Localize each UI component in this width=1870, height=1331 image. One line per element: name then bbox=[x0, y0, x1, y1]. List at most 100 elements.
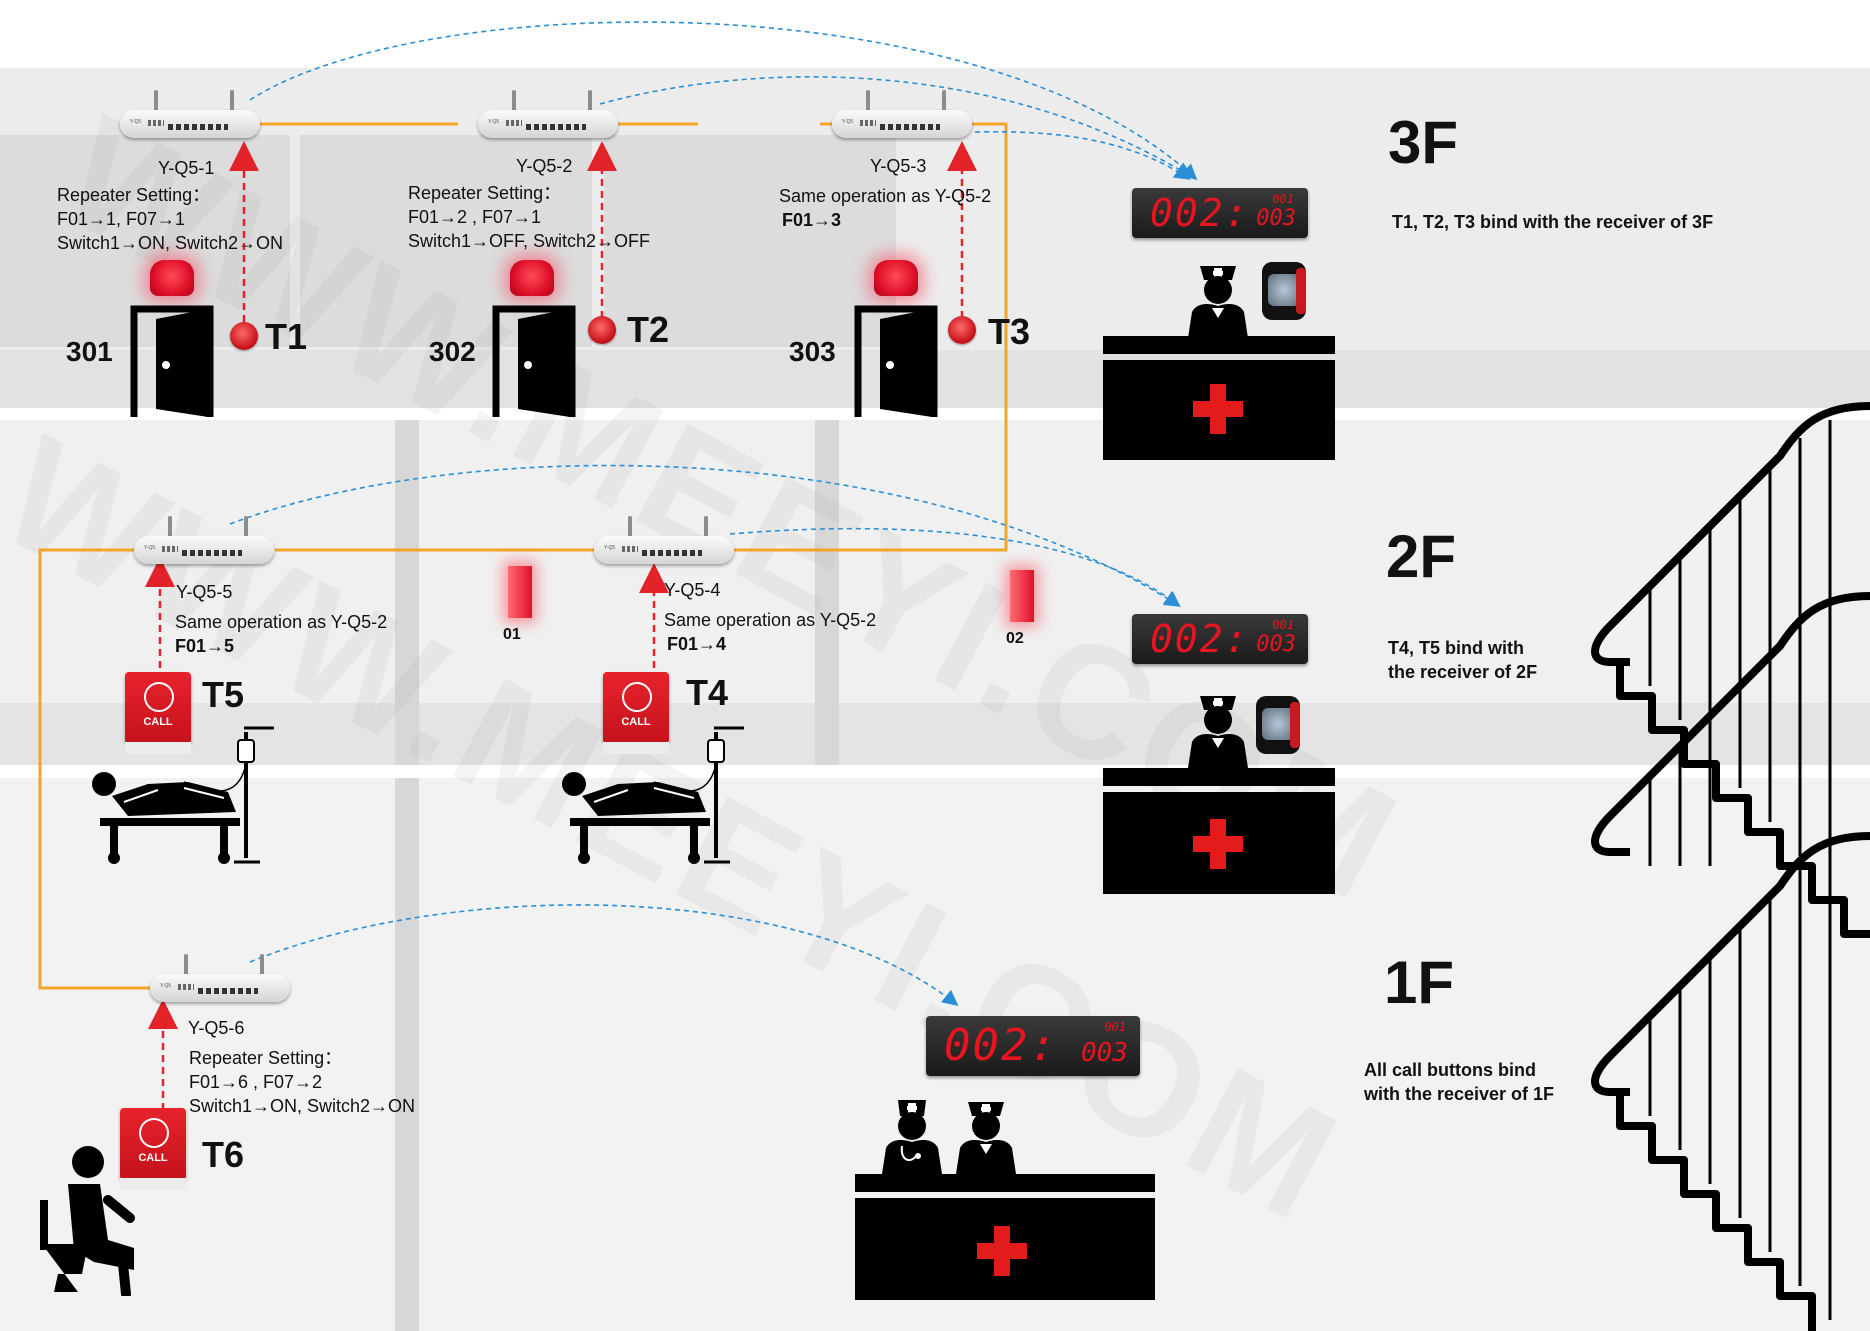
wireless-link bbox=[599, 76, 1193, 178]
setting-line: F01→5 bbox=[175, 636, 235, 656]
wireless-link bbox=[974, 130, 1191, 180]
repeater-label: Y-Q5-4 bbox=[664, 580, 721, 600]
transmitter-label: T1 bbox=[265, 316, 308, 357]
call-box-t6[interactable]: CALL bbox=[120, 1108, 186, 1190]
display-main-number: 002: bbox=[1150, 617, 1250, 661]
door-icon bbox=[492, 305, 576, 417]
repeater-brand: Y-Q5 bbox=[160, 983, 172, 989]
door-icon bbox=[130, 305, 214, 417]
transmitter-label: T4 bbox=[686, 672, 729, 713]
wireless-link bbox=[229, 464, 1181, 607]
repeater-setting-4: Same operation as Y-Q5-2 F01→4 bbox=[664, 608, 876, 656]
display-sub-top: 001 bbox=[1104, 1020, 1126, 1034]
wireless-link bbox=[249, 21, 1198, 181]
patient-bed-icon bbox=[562, 726, 744, 864]
repeater-setting-6: Repeater Setting： F01→6 , F07→2 Switch1→… bbox=[189, 1046, 415, 1118]
setting-line: Repeater Setting： bbox=[57, 185, 211, 205]
red-cross-icon bbox=[977, 1243, 1027, 1259]
floor-note-line: with the receiver of 1F bbox=[1364, 1084, 1555, 1104]
nurse-icon bbox=[956, 1102, 1016, 1174]
call-box-text: CALL bbox=[138, 1152, 168, 1164]
nurse-icon bbox=[1188, 266, 1248, 338]
nurse-desk bbox=[855, 1174, 1155, 1192]
wireless-link bbox=[729, 527, 1181, 607]
call-button-t3[interactable] bbox=[948, 316, 976, 344]
setting-line: Same operation as Y-Q5-2 bbox=[664, 610, 877, 630]
floor-label-3f: 3F bbox=[1388, 109, 1459, 176]
door-icon bbox=[854, 305, 938, 417]
wrist-watch-icon bbox=[1262, 262, 1306, 320]
repeater-brand: Y-Q5 bbox=[488, 119, 500, 125]
setting-line: F01→1, F07→1 bbox=[57, 209, 186, 229]
corridor-light-label: 01 bbox=[503, 626, 521, 643]
transmitter-label: T2 bbox=[627, 309, 670, 350]
repeater-y-q5-2[interactable]: Y-Q5 bbox=[478, 90, 618, 138]
hand-icon bbox=[139, 1118, 169, 1148]
display-sub-bottom: 003 bbox=[1256, 632, 1296, 657]
floor-note-1f: All call buttons bind with the receiver … bbox=[1364, 1058, 1554, 1106]
setting-line: F01→6 , F07→2 bbox=[189, 1072, 323, 1092]
hand-icon bbox=[622, 682, 652, 712]
nurse-desk bbox=[1103, 336, 1335, 354]
repeater-label: Y-Q5-1 bbox=[158, 158, 215, 178]
corridor-light-icon bbox=[1010, 570, 1034, 622]
display-sub-top: 001 bbox=[1272, 618, 1294, 632]
red-cross-icon bbox=[1193, 836, 1243, 852]
repeater-y-q5-1[interactable]: Y-Q5 bbox=[120, 90, 260, 138]
pillar bbox=[815, 420, 839, 765]
patient-bed-icon bbox=[92, 726, 274, 864]
repeater-setting-5: Same operation as Y-Q5-2 F01→5 bbox=[175, 610, 387, 658]
floor-note-line: All call buttons bind bbox=[1364, 1060, 1536, 1080]
floor-label-1f: 1F bbox=[1384, 949, 1455, 1016]
display-sub-bottom: 003 bbox=[1256, 206, 1296, 231]
transmitter-label: T5 bbox=[202, 674, 245, 715]
repeater-y-q5-6[interactable]: Y-Q5 bbox=[150, 954, 290, 1002]
repeater-y-q5-3[interactable]: Y-Q5 bbox=[832, 90, 972, 138]
corridor-light-label: 02 bbox=[1006, 630, 1024, 647]
room-number: 302 bbox=[429, 336, 476, 367]
setting-line: F01→2 , F07→1 bbox=[408, 207, 542, 227]
setting-line: Repeater Setting： bbox=[408, 183, 562, 203]
wireless-link bbox=[249, 904, 959, 1006]
call-box-t4[interactable]: CALL bbox=[603, 672, 669, 754]
nurse-icon bbox=[1188, 696, 1248, 768]
call-button-t1[interactable] bbox=[230, 322, 258, 350]
corridor-light-icon bbox=[508, 566, 532, 618]
room-number: 303 bbox=[789, 336, 836, 367]
call-box-text: CALL bbox=[143, 716, 173, 728]
setting-line: Same operation as Y-Q5-2 bbox=[779, 186, 992, 206]
display-main-number: 002: bbox=[944, 1020, 1058, 1071]
door-lamp-icon bbox=[510, 260, 554, 296]
floor-note-3f: T1, T2, T3 bind with the receiver of 3F bbox=[1392, 210, 1713, 234]
call-box-t5[interactable]: CALL bbox=[125, 672, 191, 754]
setting-line: F01→4 bbox=[667, 634, 727, 654]
repeater-setting-3: Same operation as Y-Q5-2 F01→3 bbox=[779, 184, 991, 232]
repeater-setting-1: Repeater Setting： F01→1, F07→1 Switch1→O… bbox=[57, 183, 283, 255]
toilet-user-icon bbox=[40, 1146, 135, 1296]
receiver-display-1f[interactable]: 002: 001 003 bbox=[926, 1016, 1140, 1076]
wrist-watch-icon bbox=[1256, 696, 1300, 754]
repeater-brand: Y-Q5 bbox=[144, 545, 156, 551]
call-button-t2[interactable] bbox=[588, 316, 616, 344]
setting-line: Switch1→OFF, Switch2→OFF bbox=[408, 231, 651, 251]
repeater-label: Y-Q5-6 bbox=[188, 1018, 245, 1038]
setting-line: Switch1→ON, Switch2→ON bbox=[189, 1096, 416, 1116]
repeater-setting-2: Repeater Setting： F01→2 , F07→1 Switch1→… bbox=[408, 181, 650, 253]
floor-note-line: the receiver of 2F bbox=[1388, 662, 1538, 682]
transmitter-label: T3 bbox=[988, 311, 1031, 352]
nurse-desk bbox=[1103, 768, 1335, 786]
pillar bbox=[395, 420, 419, 765]
door-lamp-icon bbox=[874, 260, 918, 296]
repeater-y-q5-4[interactable]: Y-Q5 bbox=[594, 516, 734, 564]
setting-line: Same operation as Y-Q5-2 bbox=[175, 612, 388, 632]
floor-note-line: T4, T5 bind with bbox=[1388, 638, 1524, 658]
receiver-display-2f[interactable]: 002: 001 003 bbox=[1132, 614, 1308, 664]
red-cross-icon bbox=[1193, 401, 1243, 417]
display-sub-top: 001 bbox=[1272, 192, 1294, 206]
receiver-display-3f[interactable]: 002: 001 003 bbox=[1132, 188, 1308, 238]
repeater-y-q5-5[interactable]: Y-Q5 bbox=[134, 516, 274, 564]
hand-icon bbox=[144, 682, 174, 712]
staircase-icon bbox=[1591, 402, 1870, 1331]
call-box-text: CALL bbox=[621, 716, 651, 728]
